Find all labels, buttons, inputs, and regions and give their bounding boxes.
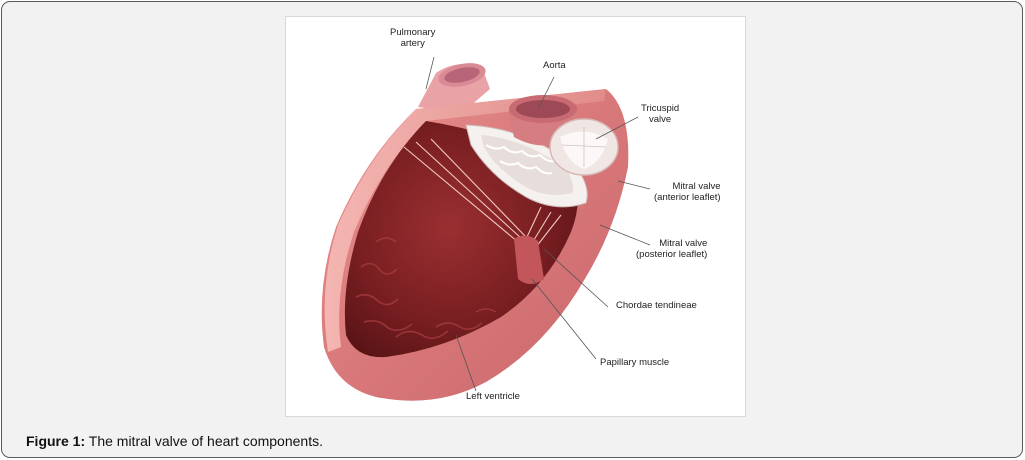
label-mitral-anterior: Mitral valve (anterior leaflet) [654, 181, 721, 203]
trabeculae-texture [355, 237, 497, 339]
pulmonary-artery-shape [418, 63, 490, 113]
heart-cross-section [321, 56, 651, 401]
papillary-muscle-shape [514, 235, 544, 284]
chordae-tendineae-strands [403, 138, 562, 248]
label-mitral-posterior: Mitral valve (posterior leaflet) [636, 238, 708, 260]
label-tricuspid-valve: Tricuspid valve [641, 103, 680, 125]
label-pulmonary-artery: Pulmonary artery [390, 27, 436, 49]
caption-label: Figure 1: [26, 433, 86, 449]
label-left-ventricle: Left ventricle [466, 391, 520, 402]
heart-cut-rim [324, 89, 606, 352]
label-chordae-tendineae: Chordae tendineae [616, 300, 697, 311]
caption-text: The mitral valve of heart components. [88, 433, 323, 449]
leader-lines [425, 56, 651, 392]
label-papillary-muscle: Papillary muscle [600, 357, 670, 368]
tricuspid-valve-shape [549, 118, 619, 176]
label-aorta: Aorta [543, 60, 566, 71]
heart-illustration: Pulmonary artery Aorta Tricuspid valve M… [285, 16, 746, 417]
figure-caption: Figure 1: The mitral valve of heart comp… [26, 433, 323, 449]
